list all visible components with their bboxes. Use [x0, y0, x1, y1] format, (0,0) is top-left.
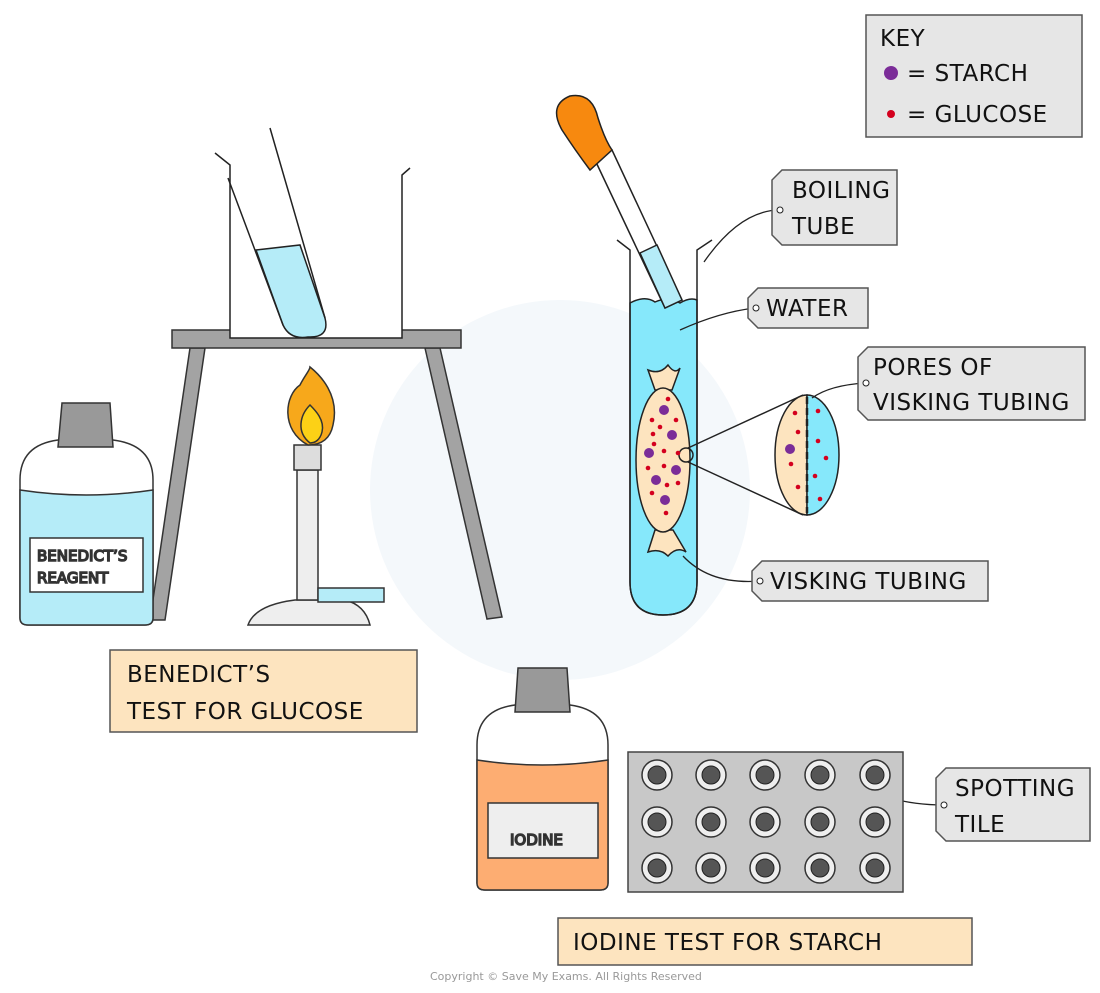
pores-magnified-view [774, 394, 840, 516]
benedicts-reagent-label-2: REAGENT [37, 569, 109, 587]
tile-well [804, 852, 836, 884]
label-spotting-tile: SPOTTING TILE [889, 767, 1091, 842]
svg-text:WATER: WATER [766, 296, 849, 322]
svg-text:SPOTTING: SPOTTING [955, 776, 1075, 802]
tile-well [859, 759, 891, 791]
bunsen-burner [246, 365, 385, 626]
tile-well [804, 759, 836, 791]
label-boiling-tube: BOILING TUBE [703, 169, 898, 263]
svg-text:TEST FOR GLUCOSE: TEST FOR GLUCOSE [126, 699, 364, 725]
test-tube [227, 127, 327, 339]
tile-well [859, 806, 891, 838]
label-pores-of-visking-tubing: PORES OF VISKING TUBING [811, 346, 1086, 421]
starch-dot-icon [884, 66, 898, 80]
tile-well [641, 806, 673, 838]
tile-well [749, 852, 781, 884]
copyright: Copyright © Save My Exams. All Rights Re… [430, 970, 702, 983]
beaker [214, 152, 411, 339]
visking-tubing [635, 363, 804, 558]
iodine-bottle-label: IODINE [510, 831, 563, 849]
label-visking-tubing: VISKING TUBING [682, 555, 989, 602]
key-glucose: = GLUCOSE [907, 102, 1048, 128]
tile-well [695, 852, 727, 884]
benedicts-test-caption: BENEDICT’S TEST FOR GLUCOSE [109, 649, 418, 733]
svg-text:BENEDICT’S: BENEDICT’S [127, 662, 271, 688]
svg-text:TILE: TILE [954, 812, 1005, 838]
svg-text:BOILING: BOILING [792, 178, 890, 204]
iodine-bottle: IODINE [476, 667, 609, 891]
tile-well [695, 806, 727, 838]
tile-well [804, 806, 836, 838]
key-title: KEY [880, 26, 926, 52]
tile-well [641, 852, 673, 884]
svg-text:IODINE TEST FOR STARCH: IODINE TEST FOR STARCH [573, 930, 882, 956]
dropper-bulb [555, 94, 613, 172]
glucose-dot-icon [887, 110, 895, 118]
pipette-dropper [555, 94, 683, 310]
tile-well [641, 759, 673, 791]
svg-text:VISKING TUBING: VISKING TUBING [770, 569, 967, 595]
iodine-test-caption: IODINE TEST FOR STARCH [557, 917, 973, 966]
tile-well [749, 759, 781, 791]
tile-well [749, 806, 781, 838]
label-water: WATER [679, 287, 869, 331]
benedicts-reagent-label-1: BENEDICT’S [37, 547, 127, 565]
svg-text:PORES OF: PORES OF [873, 355, 993, 381]
benedicts-reagent-bottle: BENEDICT’S REAGENT [19, 402, 154, 626]
svg-text:VISKING TUBING: VISKING TUBING [873, 390, 1070, 416]
spotting-tile [627, 751, 904, 893]
tile-well [695, 759, 727, 791]
key-box: KEY = STARCH = GLUCOSE [865, 14, 1083, 138]
key-starch: = STARCH [907, 61, 1028, 87]
tile-well [859, 852, 891, 884]
svg-text:TUBE: TUBE [791, 214, 855, 240]
